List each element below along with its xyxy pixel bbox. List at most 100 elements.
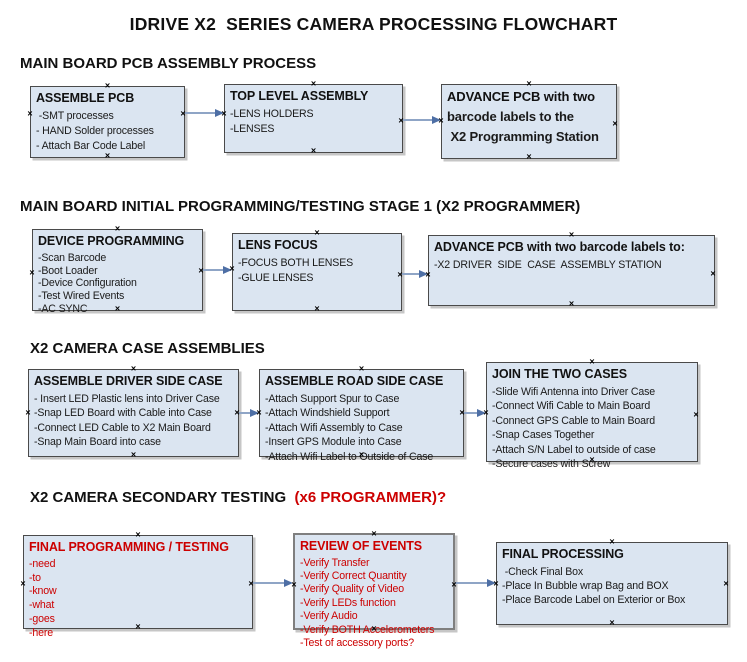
connector-arrow[interactable] (402, 273, 421, 275)
flow-box-title: ADVANCE PCB with two barcode labels to: (434, 240, 685, 254)
connection-x-icon: × (526, 78, 532, 89)
flow-box-item: -Attach Wifi Assembly to Case (265, 421, 403, 434)
flow-box-item: -here (29, 627, 53, 640)
flow-box-item: -Test Wired Events (38, 290, 125, 303)
connector-arrow[interactable] (253, 582, 286, 584)
connector-arrow[interactable] (455, 582, 489, 584)
connector-arrowhead-icon (223, 265, 232, 274)
flow-box-item: -Test of accessory ports? (300, 637, 415, 650)
connector-arrow[interactable] (239, 412, 252, 414)
flow-box-advance-pcb-to-case-station[interactable]: ADVANCE PCB with two barcode labels to: -… (425, 230, 715, 308)
connector-arrowhead-icon (419, 269, 428, 278)
flow-box-item: -LENSES (230, 122, 275, 135)
connection-x-icon: × (310, 145, 317, 156)
connection-x-icon: × (568, 229, 575, 240)
connection-x-icon: × (130, 449, 137, 460)
connection-x-icon: × (314, 227, 320, 238)
flow-box-final-processing[interactable]: FINAL PROCESSING -Check Final Box-Place … (493, 537, 729, 627)
flow-box-item: -Verify LEDs function (300, 596, 396, 609)
flow-box-item: -Verify Audio (300, 610, 358, 623)
flow-box-title: ADVANCE PCB with two (447, 89, 595, 104)
flow-box-item: -Snap Cases Together (492, 429, 595, 442)
connector-arrowhead-icon (215, 108, 224, 117)
connection-x-icon: × (723, 578, 729, 589)
flow-box-item: -Secure cases with Screw (492, 458, 611, 471)
flow-box-title: REVIEW OF EVENTS (300, 539, 423, 553)
flow-box-item: -Verify Quality of Video (300, 583, 404, 596)
flow-box-final-programming-testing[interactable]: FINAL PROGRAMMING / TESTING -need-to-know… (20, 530, 253, 639)
connector-arrow[interactable] (185, 112, 217, 114)
flow-box-item: -need (29, 557, 56, 570)
connection-x-icon: × (612, 118, 618, 129)
connector-arrowhead-icon (250, 408, 259, 417)
flow-box-item: -goes (29, 613, 55, 626)
flow-box-assemble-driver-side-case[interactable]: ASSEMBLE DRIVER SIDE CASE- Insert LED Pl… (25, 364, 239, 460)
flow-box-assemble-pcb[interactable]: ASSEMBLE PCB -SMT processes- HAND Solder… (27, 81, 186, 160)
section-heading-text: MAIN BOARD INITIAL PROGRAMMING/TESTING S… (20, 198, 581, 215)
flow-box-lens-focus[interactable]: LENS FOCUS -FOCUS BOTH LENSES -GLUE LENSES… (229, 228, 402, 313)
section-heading: MAIN BOARD INITIAL PROGRAMMING/TESTING S… (20, 198, 580, 215)
flow-box-item: -FOCUS BOTH LENSES (238, 256, 354, 269)
connection-x-icon: × (27, 108, 33, 119)
connector-arrow[interactable] (464, 412, 479, 414)
flow-box-item: -Scan Barcode (38, 251, 107, 264)
section-heading: MAIN BOARD PCB ASSEMBLY PROCESS (20, 55, 316, 72)
flow-box-item: -Connect Wifi Cable to Main Board (492, 400, 651, 413)
flow-box-device-programming[interactable]: DEVICE PROGRAMMING -Scan Barcode-Boot Loa… (29, 224, 204, 315)
flow-box-title: ASSEMBLE ROAD SIDE CASE (265, 374, 444, 388)
connection-x-icon: × (180, 108, 186, 119)
connection-x-icon: × (20, 578, 26, 589)
flow-box-item: -Attach Windshield Support (265, 407, 390, 420)
connector-arrowhead-icon (477, 408, 486, 417)
flow-box-join-the-two-cases[interactable]: JOIN THE TWO CASES-Slide Wifi Antenna in… (483, 357, 699, 470)
flow-box-top-level-assembly[interactable]: TOP LEVEL ASSEMBLY-LENS HOLDERS-LENSES××… (221, 79, 403, 156)
connection-x-icon: × (589, 356, 595, 367)
flow-box-item: -to (29, 571, 41, 584)
section-heading: X2 CAMERA CASE ASSEMBLIES (30, 340, 265, 357)
section-heading-red-text: (x6 PROGRAMMER)? (294, 489, 447, 506)
connection-x-icon: × (693, 409, 699, 420)
flow-box-item: -Verify BOTH Accelerometers (300, 623, 435, 636)
flow-box-item: -Snap LED Board with Cable into Case (34, 407, 212, 420)
connector-arrowhead-icon (284, 578, 293, 587)
flow-box-item: -Boot Loader (38, 264, 98, 277)
flow-box-item: -Place In Bubble wrap Bag and BOX (502, 579, 669, 592)
flow-box-item: -what (29, 599, 55, 612)
connection-x-icon: × (104, 80, 111, 91)
flow-box-item: - Attach Bar Code Label (36, 140, 146, 153)
flow-box-item: -LENS HOLDERS (230, 107, 314, 120)
flow-box-review-of-events[interactable]: REVIEW OF EVENTS-Verify Transfer-Verify … (291, 528, 456, 649)
connection-x-icon: × (371, 528, 377, 539)
flow-box-item: X2 Programming Station (447, 128, 599, 144)
flow-box-item: -know (29, 585, 57, 598)
connector-arrow[interactable] (403, 119, 434, 121)
flow-box-title: FINAL PROGRAMMING / TESTING (29, 540, 229, 554)
flow-box-item: -Attach Support Spur to Case (265, 392, 400, 405)
flow-box-item: -Place Barcode Label on Exterior or Box (502, 594, 686, 607)
connector-arrow[interactable] (203, 269, 225, 271)
flow-box-item: -Connect LED Cable to X2 Main Board (34, 421, 211, 434)
page-title: IDRIVE X2 SERIES CAMERA PROCESSING FLOWC… (129, 14, 618, 34)
connection-x-icon: × (526, 151, 532, 162)
flow-box-title: FINAL PROCESSING (502, 547, 624, 561)
flow-box-item: barcode labels to the (447, 109, 574, 125)
flow-box-item: -X2 DRIVER SIDE CASE ASSEMBLY STATION (434, 258, 662, 271)
flow-box-title: JOIN THE TWO CASES (492, 367, 628, 381)
section-heading: X2 CAMERA SECONDARY TESTING (x6 PROGRAMM… (30, 489, 446, 506)
connector-arrowhead-icon (487, 578, 496, 587)
flow-box-title: TOP LEVEL ASSEMBLY (230, 89, 369, 103)
flow-box-item: -GLUE LENSES (238, 271, 314, 284)
flow-box-item: -Connect GPS Cable to Main Board (492, 414, 656, 427)
connection-x-icon: × (135, 529, 141, 540)
section-heading-text: X2 CAMERA SECONDARY TESTING (30, 489, 295, 506)
flow-box-assemble-road-side-case[interactable]: ASSEMBLE ROAD SIDE CASE -Attach Support S… (256, 364, 464, 463)
connection-x-icon: × (25, 407, 31, 418)
connection-x-icon: × (609, 536, 615, 547)
connection-x-icon: × (29, 267, 35, 278)
connection-x-icon: × (198, 265, 204, 276)
flow-box-title: LENS FOCUS (238, 238, 318, 252)
flow-box-advance-pcb-to-programming[interactable]: ADVANCE PCB with two barcode labels to th… (438, 79, 618, 162)
flow-box-title: DEVICE PROGRAMMING (38, 234, 185, 248)
flow-box-item: -Insert GPS Module into Case (265, 436, 402, 449)
